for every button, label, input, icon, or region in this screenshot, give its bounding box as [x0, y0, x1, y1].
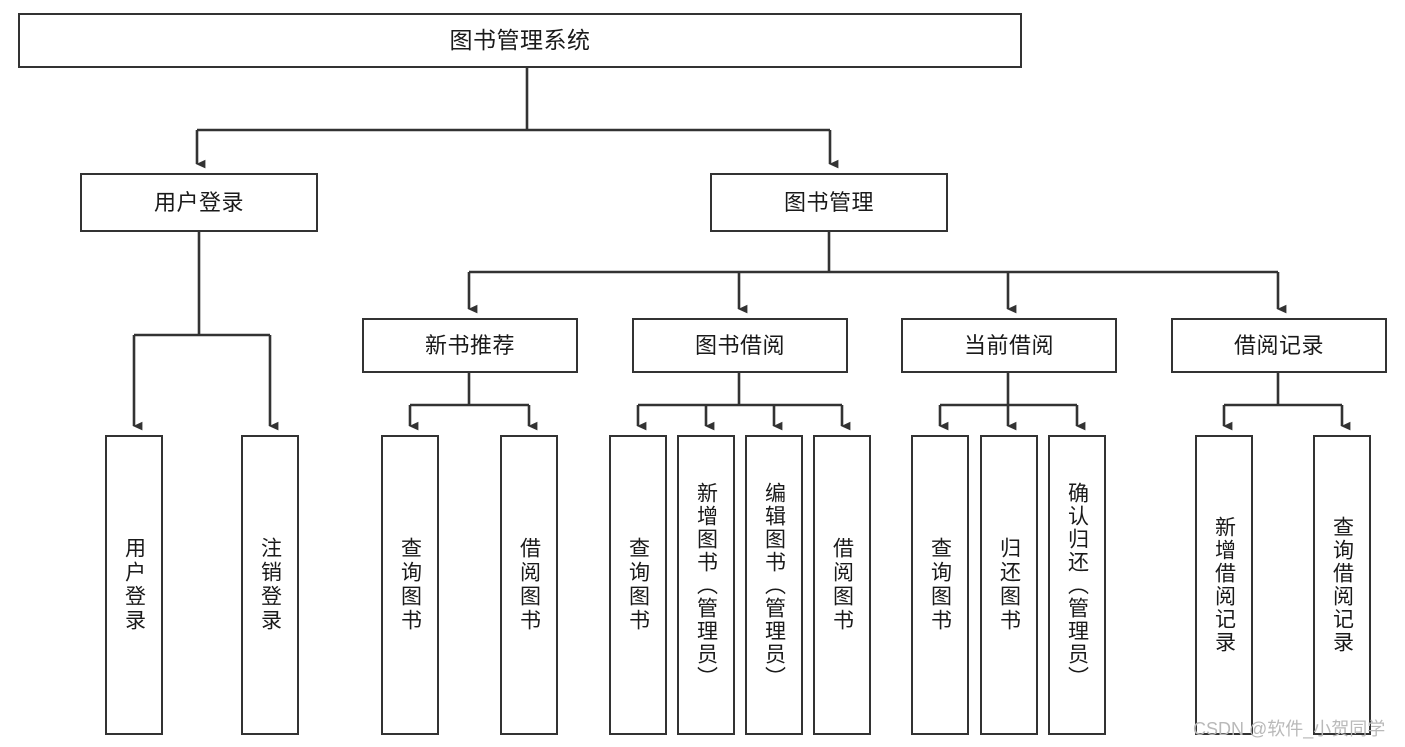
node-label: 用户登录 — [153, 189, 244, 215]
node-label: 查询图书 — [928, 537, 952, 633]
node-label: 归还图书 — [997, 537, 1021, 633]
node-label: 查询借阅记录 — [1330, 516, 1354, 654]
leaf-current-borrow-return-book[interactable]: 归还图书 — [980, 435, 1038, 735]
node-book-management[interactable]: 图书管理 — [710, 173, 948, 232]
node-label: 借阅图书 — [517, 537, 541, 633]
leaf-borrow-record-add-record[interactable]: 新增借阅记录 — [1195, 435, 1253, 735]
node-label: 用户登录 — [122, 537, 146, 633]
node-label: 新书推荐 — [424, 332, 515, 358]
node-label: 图书管理系统 — [449, 27, 591, 54]
leaf-current-borrow-confirm-return-admin[interactable]: 确认归还（管理员） — [1048, 435, 1106, 735]
node-borrowing-record[interactable]: 借阅记录 — [1171, 318, 1387, 373]
leaf-user-login-login[interactable]: 用户登录 — [105, 435, 163, 735]
node-label: 注销登录 — [258, 537, 282, 633]
leaf-book-borrow-add-book-admin[interactable]: 新增图书（管理员） — [677, 435, 735, 735]
leaf-borrow-record-query-record[interactable]: 查询借阅记录 — [1313, 435, 1371, 735]
leaf-user-login-logout[interactable]: 注销登录 — [241, 435, 299, 735]
node-label: 借阅记录 — [1233, 332, 1324, 358]
leaf-book-borrow-borrow-book[interactable]: 借阅图书 — [813, 435, 871, 735]
leaf-book-borrow-edit-book-admin[interactable]: 编辑图书（管理员） — [745, 435, 803, 735]
node-new-book-recommendation[interactable]: 新书推荐 — [362, 318, 578, 373]
node-user-login[interactable]: 用户登录 — [80, 173, 318, 232]
node-label: 编辑图书（管理员） — [762, 481, 786, 689]
node-current-borrowing[interactable]: 当前借阅 — [901, 318, 1117, 373]
csdn-watermark: CSDN @软件_小贺同学 — [1193, 719, 1386, 739]
node-label: 查询图书 — [626, 537, 650, 633]
node-label: 图书管理 — [783, 189, 874, 215]
node-book-borrowing[interactable]: 图书借阅 — [632, 318, 848, 373]
node-label: 图书借阅 — [694, 332, 785, 358]
leaf-current-borrow-query-book[interactable]: 查询图书 — [911, 435, 969, 735]
leaf-book-borrow-query-book[interactable]: 查询图书 — [609, 435, 667, 735]
node-label: 确认归还（管理员） — [1065, 481, 1089, 689]
node-label: 查询图书 — [398, 537, 422, 633]
leaf-new-book-borrow-book[interactable]: 借阅图书 — [500, 435, 558, 735]
node-label: 当前借阅 — [963, 332, 1054, 358]
node-root-book-management-system[interactable]: 图书管理系统 — [18, 13, 1022, 68]
node-label: 借阅图书 — [830, 537, 854, 633]
node-label: 新增图书（管理员） — [694, 481, 718, 689]
node-label: 新增借阅记录 — [1212, 516, 1236, 654]
leaf-new-book-query-book[interactable]: 查询图书 — [381, 435, 439, 735]
